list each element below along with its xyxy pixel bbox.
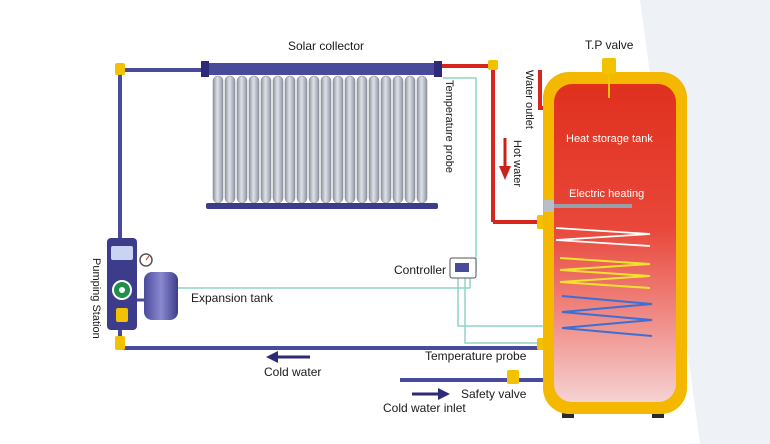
expansion-tank-body xyxy=(144,272,178,320)
cold-water-inlet-arrow xyxy=(412,388,450,400)
label-temperature-probe-bottom: Temperature probe xyxy=(425,349,527,363)
label-cold-water-inlet: Cold water inlet xyxy=(383,401,466,415)
expansion-tank xyxy=(137,272,178,320)
hot-water-arrow xyxy=(499,138,511,180)
collector-tubes xyxy=(212,75,428,204)
pump-display xyxy=(111,246,133,260)
collector-header xyxy=(206,63,438,75)
label-hot-water: Hot water xyxy=(511,140,523,187)
label-electric-heating: Electric heating xyxy=(569,188,644,200)
controller-screen xyxy=(455,263,469,272)
label-cold-water: Cold water xyxy=(264,365,321,379)
label-solar-collector: Solar collector xyxy=(288,39,364,53)
label-water-outlet: Water outlet xyxy=(523,70,535,129)
solar-collector xyxy=(201,61,442,209)
electric-heater-element xyxy=(550,204,632,208)
heat-storage-tank xyxy=(543,58,687,418)
cold-water-arrow xyxy=(266,351,310,363)
label-heat-storage-tank: Heat storage tank xyxy=(566,133,653,145)
electric-heater-plug xyxy=(544,200,554,212)
pump-valve xyxy=(116,308,128,322)
pump-motor-hub xyxy=(119,287,125,293)
tp-valve-body xyxy=(602,58,616,74)
label-controller: Controller xyxy=(394,263,446,277)
coil-blue xyxy=(561,295,653,337)
coil-white xyxy=(555,227,651,247)
collector-header-cap-right xyxy=(434,61,442,77)
pumping-station xyxy=(107,238,153,330)
label-expansion-tank: Expansion tank xyxy=(191,291,274,305)
sensor-wires xyxy=(150,77,548,344)
label-pumping-station: Pumping Station xyxy=(90,258,102,339)
label-temperature-probe-top: Temperature probe xyxy=(443,80,455,173)
label-safety-valve: Safety valve xyxy=(461,387,527,401)
label-tp-valve: T.P valve xyxy=(585,38,634,52)
controller xyxy=(449,257,477,279)
collector-header-cap-left xyxy=(201,61,209,77)
coil-yellow xyxy=(559,257,651,289)
collector-frame-bar xyxy=(206,203,438,209)
